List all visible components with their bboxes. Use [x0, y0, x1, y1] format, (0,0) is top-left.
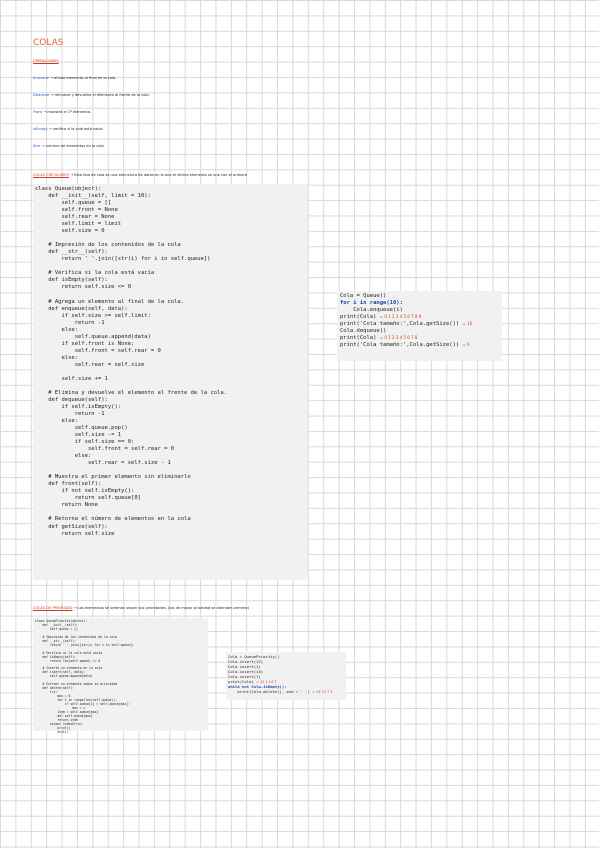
priority-queue-heading-line: COLAS DE PRIORIDAD → Los elementos se or… — [33, 606, 249, 610]
priority-queue-usage-code: Cola = QueuePriority() Cola.insert(12) C… — [226, 652, 346, 700]
circular-description: Este tipo de cola es una estructura de d… — [74, 173, 247, 177]
output-annotation: = 0 1 2 3 4 5 6 7 8 9 — [379, 314, 422, 320]
output-annotation: = 0 1 2 3 4 5 6 7 8 — [379, 335, 418, 341]
priority-description: Los elementos se ordenan según sus prior… — [77, 606, 249, 610]
output-annotation: = 9 — [462, 342, 470, 348]
page-title: COLAS — [33, 38, 64, 48]
operation-item: Size → número de elementos en la cola. — [33, 144, 105, 148]
circular-queue-heading-line: COLAS CIRCULARES → Este tipo de cola es … — [33, 173, 247, 177]
operation-item: Dequeue → remueve y devuelve el elemento… — [33, 93, 150, 97]
output-annotation: = 12 1 14 7 — [256, 680, 277, 684]
queue-usage-code: Cola = Queue() for i in range(10): Cola.… — [337, 291, 502, 361]
circular-heading: COLAS CIRCULARES — [33, 173, 69, 177]
operation-item: Enqueue → añade elemento al final de la … — [33, 76, 117, 80]
output-annotation: = 14 12 7 1 — [312, 690, 333, 695]
output-annotation: = 10 — [462, 321, 473, 327]
queue-class-code: class Queue(object): def __init__(self, … — [33, 184, 308, 580]
priority-heading: COLAS DE PRIORIDAD — [33, 606, 73, 610]
priority-queue-class-code: class QueuePriority(object): def __init_… — [33, 618, 208, 734]
operation-item: Front → muestra el 1º elemento. — [33, 110, 92, 114]
operation-item: IsEmpty → verifica si la cola está vacía… — [33, 127, 104, 131]
operations-heading: OPERACIONES — [33, 59, 59, 63]
